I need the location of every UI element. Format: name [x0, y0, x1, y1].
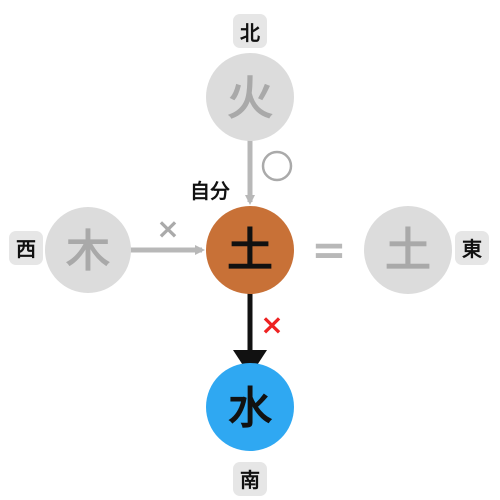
direction-south-label: 南 — [233, 462, 267, 496]
node-south-water: 水 — [206, 363, 294, 451]
svg-text:木: 木 — [66, 226, 110, 277]
svg-text:南: 南 — [240, 468, 260, 492]
mark-circle-icon — [261, 150, 293, 182]
svg-text:土: 土 — [227, 223, 273, 277]
node-east-earth: 土 — [364, 206, 452, 294]
direction-north-label: 北 — [233, 14, 267, 48]
self-label: 自分 — [190, 179, 230, 203]
mark-equals-icon: = — [311, 225, 346, 274]
svg-text:東: 東 — [462, 237, 482, 261]
direction-west-label: 西 — [9, 231, 43, 265]
mark-cross-south-icon: × — [260, 308, 283, 341]
svg-text:土: 土 — [385, 223, 431, 277]
node-east-circle — [364, 206, 452, 294]
svg-text:火: 火 — [227, 71, 273, 125]
svg-text:水: 水 — [228, 383, 273, 434]
node-center-circle — [206, 206, 294, 294]
svg-text:西: 西 — [16, 237, 36, 261]
node-west-circle — [45, 207, 131, 293]
node-west-wood: 木 — [45, 207, 131, 293]
node-center-earth: 土 — [206, 206, 294, 294]
node-north-circle — [206, 53, 294, 141]
node-north-fire: 火 — [206, 53, 294, 141]
mark-cross-west-icon: × — [156, 212, 179, 245]
direction-east-label: 東 — [455, 231, 489, 265]
node-south-circle — [206, 363, 294, 451]
svg-text:北: 北 — [240, 21, 260, 45]
